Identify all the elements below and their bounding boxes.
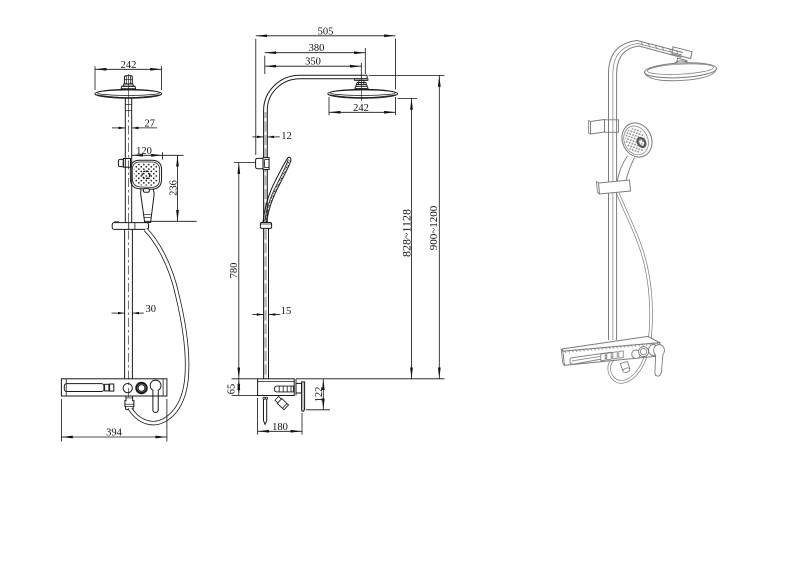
svg-text:236: 236 [168, 180, 179, 196]
svg-text:120: 120 [136, 146, 152, 157]
svg-text:394: 394 [106, 428, 123, 439]
svg-text:122: 122 [314, 387, 325, 403]
svg-text:900~1200: 900~1200 [428, 205, 440, 250]
svg-text:27: 27 [145, 119, 156, 130]
svg-text:15: 15 [281, 306, 292, 317]
svg-text:505: 505 [318, 26, 334, 37]
svg-text:242: 242 [121, 60, 137, 71]
svg-text:828~1128: 828~1128 [399, 209, 413, 257]
svg-text:780: 780 [229, 263, 240, 279]
svg-text:30: 30 [146, 304, 157, 315]
svg-text:65: 65 [226, 384, 237, 395]
svg-text:350: 350 [305, 57, 321, 68]
svg-text:380: 380 [309, 43, 325, 54]
svg-text:180: 180 [272, 422, 288, 433]
svg-text:12: 12 [281, 131, 292, 142]
svg-text:242: 242 [353, 103, 369, 114]
